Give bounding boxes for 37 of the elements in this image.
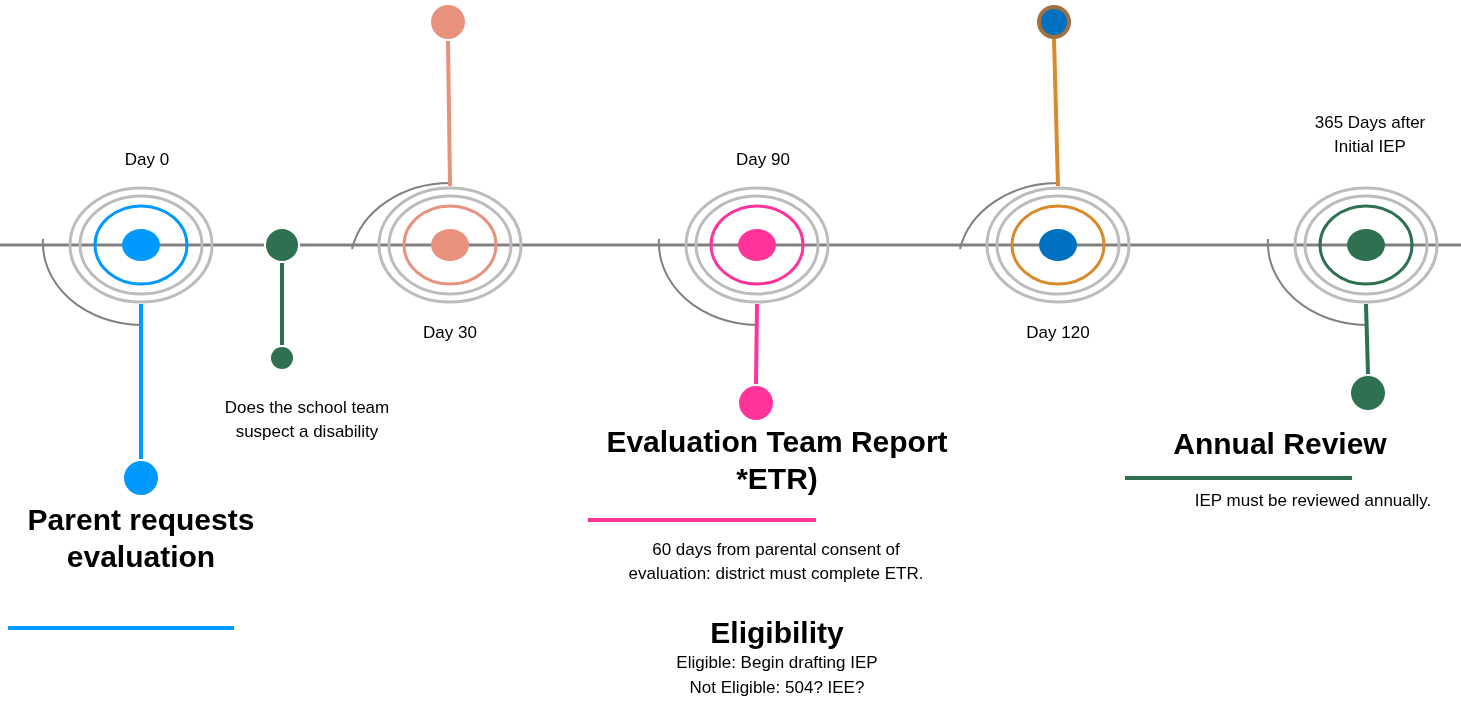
dot bbox=[1349, 374, 1387, 412]
timeline-line bbox=[214, 243, 264, 247]
target-marker bbox=[985, 186, 1131, 304]
dot bbox=[122, 459, 160, 497]
dot bbox=[264, 227, 300, 263]
stem-line bbox=[1364, 303, 1370, 375]
description-text: Eligible: Begin drafting IEP bbox=[675, 652, 879, 674]
stem-line bbox=[139, 304, 143, 459]
timeline-line bbox=[300, 243, 377, 247]
target-marker bbox=[377, 186, 523, 304]
heading: Annual Review bbox=[1172, 426, 1388, 462]
stem-line bbox=[754, 303, 759, 385]
heading: Parent requests evaluation bbox=[26, 502, 256, 575]
day-label: 365 Days after Initial IEP bbox=[1313, 112, 1427, 158]
stem-line bbox=[1052, 38, 1060, 187]
day-label: Day 120 bbox=[1025, 322, 1091, 344]
dot bbox=[737, 384, 775, 422]
description-text: Does the school team suspect a disability bbox=[223, 397, 391, 443]
heading: Eligibility bbox=[709, 615, 845, 651]
stem-line bbox=[446, 40, 452, 187]
dot bbox=[269, 345, 295, 371]
description-text: 60 days from parental consent of evaluation: district must complete ETR. bbox=[627, 539, 925, 585]
day-label: Day 30 bbox=[422, 322, 478, 344]
day-label: Day 0 bbox=[123, 149, 171, 171]
day-label: Day 90 bbox=[735, 149, 791, 171]
target-marker bbox=[1293, 186, 1439, 304]
target-marker bbox=[68, 186, 214, 304]
description-text: IEP must be reviewed annually. bbox=[1193, 490, 1433, 512]
target-marker bbox=[684, 186, 830, 304]
timeline-line bbox=[523, 243, 684, 247]
heading: Evaluation Team Report *ETR) bbox=[605, 424, 949, 497]
timeline-line bbox=[830, 243, 985, 247]
description-text: Not Eligible: 504? IEE? bbox=[688, 677, 866, 699]
stem-line bbox=[280, 263, 284, 345]
timeline-line bbox=[1131, 243, 1293, 247]
dot bbox=[429, 3, 467, 41]
dot bbox=[1037, 5, 1071, 39]
